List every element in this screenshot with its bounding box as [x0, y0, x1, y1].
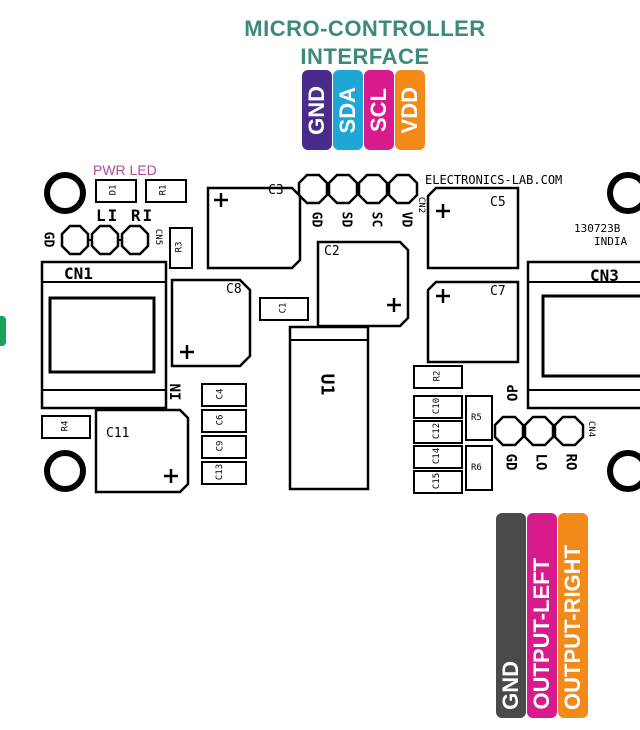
c10-label: C10 — [432, 397, 443, 415]
mounting-hole-bottom-left — [44, 450, 86, 492]
mcu-pin-gnd-tab: GND — [302, 70, 332, 150]
c4-label: C4 — [215, 388, 226, 400]
cn5-label: CN5 — [153, 228, 164, 246]
mcu-pin-scl-tab: SCL — [364, 70, 394, 150]
mcu-pin-vdd-tab: VDD — [395, 70, 425, 150]
cn4-pin-ro: RO — [562, 453, 579, 471]
left-edge-marker — [0, 316, 6, 346]
cn2-pin-sd: SD — [338, 211, 354, 228]
cn2-pin-vd: VD — [398, 211, 414, 228]
cn2-pin-sc: SC — [368, 211, 384, 228]
d1-label: D1 — [108, 184, 119, 196]
c12-label: C12 — [432, 422, 443, 440]
mounting-hole-top-right — [607, 172, 640, 214]
c14-label: C14 — [432, 447, 443, 465]
mcu-pin-sda-tab: SDA — [333, 70, 363, 150]
country-label: INDIA — [594, 235, 628, 248]
website-label: ELECTRONICS-LAB.COM — [425, 173, 563, 187]
c15-label: C15 — [432, 472, 443, 490]
cn2-label: CN2 — [416, 196, 427, 214]
cn2-pin-gd: GD — [308, 211, 324, 228]
c11-label: C11 — [106, 426, 130, 441]
board-code-label: 130723B — [574, 222, 621, 235]
c8-label: C8 — [226, 282, 242, 297]
cn4-pin-gd: GD — [502, 453, 519, 471]
c5-label: C5 — [490, 195, 506, 210]
c1-label: C1 — [278, 302, 289, 314]
c6-label: C6 — [215, 414, 226, 426]
cn5-pin-labels: LI RI — [96, 206, 155, 225]
c2-label: C2 — [324, 244, 340, 259]
output-marker: OP — [505, 384, 522, 402]
pwr-led-label: PWR LED — [93, 162, 157, 178]
cn1-label: CN1 — [64, 264, 93, 283]
u1-label: U1 — [316, 373, 338, 396]
cn3-label: CN3 — [590, 266, 619, 285]
mounting-hole-top-left — [44, 172, 86, 214]
input-marker: IN — [168, 383, 185, 401]
c7-label: C7 — [490, 284, 506, 299]
c13-label: C13 — [215, 463, 226, 481]
mounting-hole-bottom-right — [607, 450, 640, 492]
cn4-label: CN4 — [586, 420, 597, 438]
output-pin-left-tab: OUTPUT-LEFT — [527, 513, 557, 718]
r2-label: R2 — [432, 370, 443, 382]
r4-label: R4 — [60, 420, 71, 432]
c3-label: C3 — [268, 183, 284, 198]
cn4-pin-lo: LO — [532, 453, 549, 471]
r6-label: R6 — [471, 463, 482, 473]
diagram-title-line2: INTERFACE — [300, 44, 430, 69]
output-pin-right-tab: OUTPUT-RIGHT — [558, 513, 588, 718]
output-pin-gnd-tab: GND — [496, 513, 526, 718]
r1-label: R1 — [158, 184, 169, 196]
r3-label: R3 — [174, 241, 185, 253]
diagram-title-line1: MICRO-CONTROLLER — [244, 16, 486, 41]
cn5-gd-label: GD — [40, 231, 56, 248]
c9-label: C9 — [215, 440, 226, 452]
r5-label: R5 — [471, 413, 482, 423]
